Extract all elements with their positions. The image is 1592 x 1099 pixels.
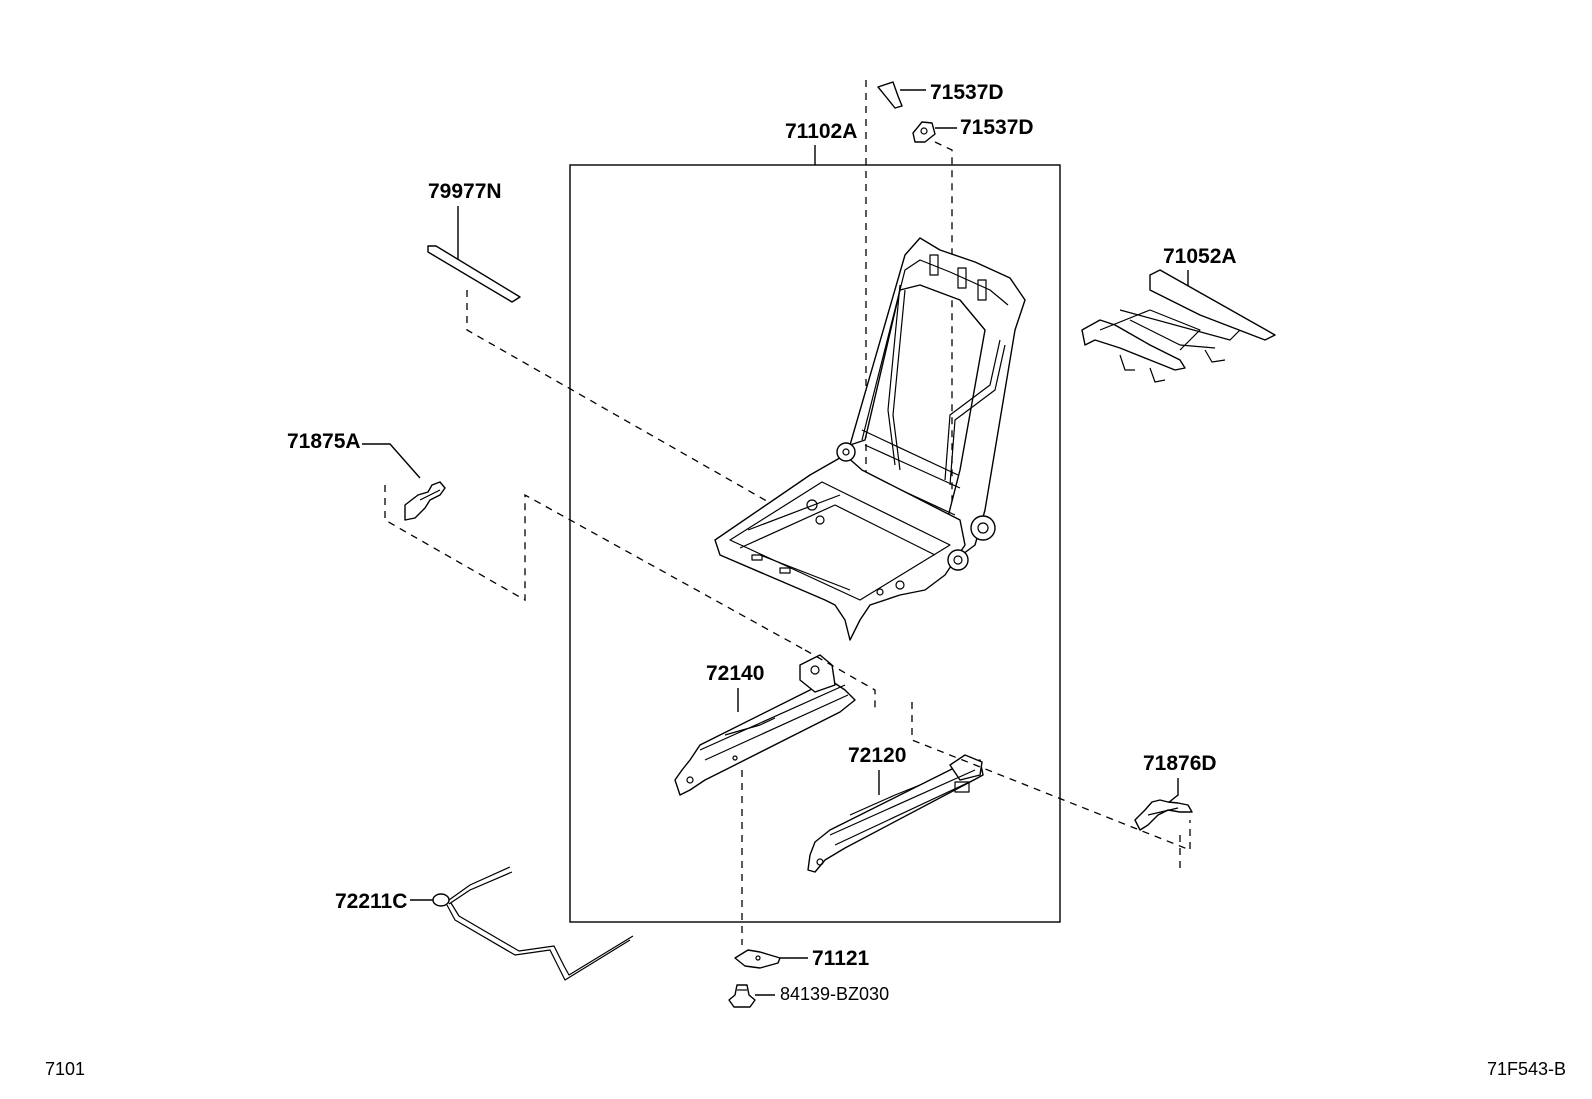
part-72140[interactable]: 72140: [674, 654, 856, 796]
part-71537D-lower[interactable]: 71537D: [912, 116, 1034, 143]
label-71537D-lower[interactable]: 71537D: [960, 116, 1034, 139]
label-71876D[interactable]: 71876D: [1143, 752, 1217, 775]
page-code: 7101: [45, 1059, 85, 1079]
label-71875A[interactable]: 71875A: [287, 430, 361, 453]
label-72211C[interactable]: 72211C: [335, 890, 407, 913]
figure-code: 71F543-B: [1487, 1059, 1566, 1079]
seat-frame-drawing: [714, 237, 1026, 641]
part-71121[interactable]: 71121: [734, 947, 870, 970]
label-71102A[interactable]: 71102A: [785, 120, 857, 143]
label-84139-BZ030[interactable]: 84139-BZ030: [780, 984, 889, 1004]
part-79977N[interactable]: 79977N: [427, 180, 521, 303]
label-71537D-top[interactable]: 71537D: [930, 81, 1004, 104]
label-71121[interactable]: 71121: [812, 947, 870, 970]
label-72120[interactable]: 72120: [848, 744, 906, 767]
part-72211C[interactable]: 72211C: [335, 866, 634, 981]
label-79977N[interactable]: 79977N: [428, 180, 502, 203]
part-72120[interactable]: 72120: [807, 744, 984, 873]
label-72140[interactable]: 72140: [706, 662, 764, 685]
part-71875A[interactable]: 71875A: [287, 430, 446, 521]
part-71876D[interactable]: 71876D: [1134, 752, 1217, 831]
label-71052A[interactable]: 71052A: [1163, 245, 1237, 268]
part-71537D-top[interactable]: 71537D: [877, 81, 1004, 109]
part-71052A[interactable]: 71052A: [1081, 245, 1276, 383]
part-84139-BZ030[interactable]: 84139-BZ030: [728, 984, 889, 1008]
